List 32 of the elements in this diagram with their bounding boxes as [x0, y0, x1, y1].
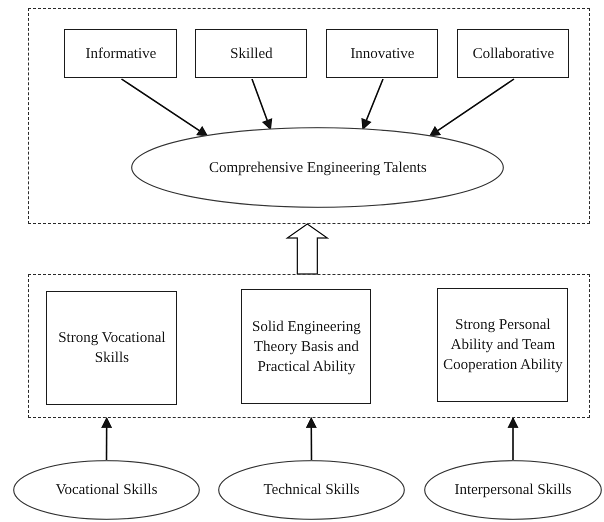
dashed-frame [28, 274, 590, 418]
node-label: Skilled [230, 44, 273, 64]
arrow [251, 78, 272, 130]
node-label: Vocational Skills [56, 481, 158, 500]
dashed-frame [28, 8, 590, 224]
process-box [437, 288, 568, 402]
hollow-arrow [285, 223, 330, 275]
node-label: Informative [85, 44, 156, 64]
ellipse-node [218, 460, 405, 520]
ellipse-node [131, 127, 504, 208]
process-box [195, 29, 308, 78]
arrow [306, 416, 317, 460]
arrow [361, 78, 384, 130]
node-label: Innovative [350, 44, 414, 64]
process-box [457, 29, 570, 78]
arrow [121, 78, 208, 137]
arrow [101, 416, 112, 460]
node-label: Strong Personal Ability and Team Cooperation Ability [442, 316, 564, 376]
node-label: Technical Skills [263, 481, 360, 500]
arrow [508, 416, 518, 460]
arrow [428, 78, 514, 137]
ellipse-node [424, 460, 602, 520]
process-box [64, 29, 178, 78]
node-label: Comprehensive Engineering Talents [208, 158, 427, 178]
node-label: Interpersonal Skills [454, 481, 572, 500]
ellipse-node [13, 460, 200, 520]
process-box [326, 29, 438, 78]
node-label: Solid Engineering Theory Basis and Practical Ability [251, 318, 362, 377]
process-box [241, 289, 372, 404]
node-label: Strong Vocational Skills [57, 329, 167, 368]
node-label: Collaborative [472, 44, 554, 64]
process-box [46, 291, 178, 406]
